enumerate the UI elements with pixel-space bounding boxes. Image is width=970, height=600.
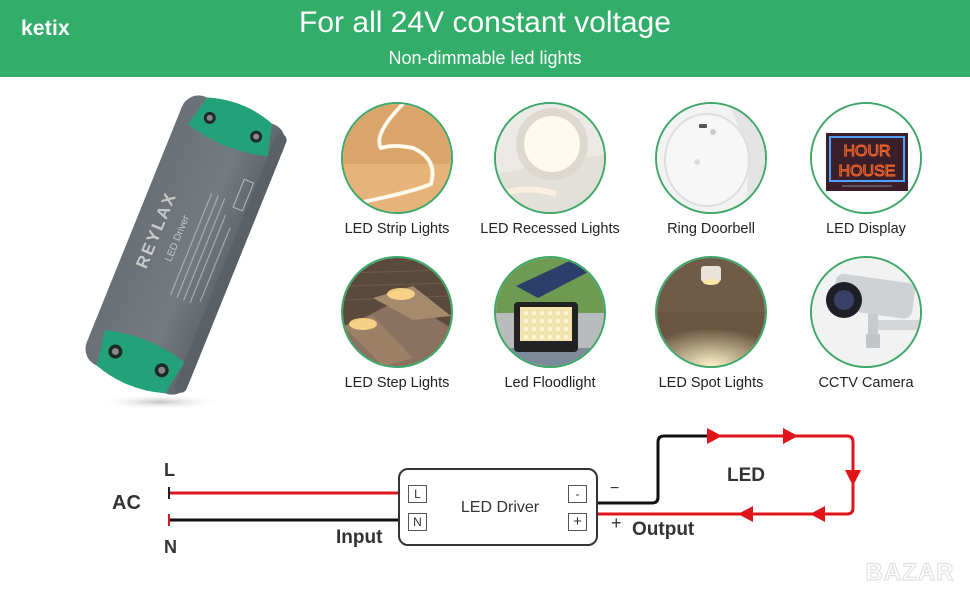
application-cctv-camera: CCTV Camera bbox=[791, 256, 941, 391]
application-step-lights: LED Step Lights bbox=[322, 256, 472, 391]
application-label: Ring Doorbell bbox=[667, 221, 755, 237]
current-arrow bbox=[845, 470, 861, 486]
ac-source-label: AC bbox=[112, 492, 141, 514]
application-label: LED Strip Lights bbox=[344, 221, 450, 237]
application-label: Led Floodlight bbox=[504, 375, 596, 391]
negative-sign: − bbox=[610, 480, 620, 497]
watermark-logo: BAZAR bbox=[865, 558, 955, 586]
neon-display-icon: HOUR HOUSE bbox=[810, 102, 922, 214]
driver-case bbox=[85, 95, 286, 395]
driver-label: LED Driver bbox=[460, 499, 540, 516]
led-driver-product-image: REYLAX LED Driver bbox=[60, 90, 300, 420]
floodlight-icon bbox=[494, 256, 606, 368]
application-led-display: HOUR HOUSE LED Display bbox=[791, 102, 941, 237]
subheadline: Non-dimmable led lights bbox=[388, 48, 582, 68]
led-strip-icon bbox=[341, 102, 453, 214]
application-led-strip: LED Strip Lights bbox=[322, 102, 472, 237]
application-label: LED Display bbox=[826, 221, 906, 237]
led-driver-block: L N - + LED Driver bbox=[398, 468, 598, 546]
cctv-camera-icon bbox=[810, 256, 922, 368]
application-ring-doorbell: Ring Doorbell bbox=[636, 102, 786, 237]
sign-text-line1: HOUR bbox=[843, 143, 890, 160]
current-arrow bbox=[783, 428, 798, 444]
recessed-light-icon bbox=[494, 102, 606, 214]
svg-text:BAZAR: BAZAR bbox=[866, 559, 955, 586]
line-label: L bbox=[164, 460, 175, 480]
neutral-label: N bbox=[164, 537, 177, 557]
application-recessed-lights: LED Recessed Lights bbox=[475, 102, 625, 237]
positive-sign: + bbox=[611, 513, 622, 533]
step-light-icon bbox=[341, 256, 453, 368]
headline: For all 24V constant voltage bbox=[299, 6, 671, 39]
application-label: CCTV Camera bbox=[818, 375, 914, 391]
application-label: LED Step Lights bbox=[344, 375, 450, 391]
brand-logo: ketix bbox=[21, 17, 70, 40]
output-label: Output bbox=[632, 519, 695, 540]
application-label: LED Spot Lights bbox=[658, 375, 764, 391]
header-banner: ketix For all 24V constant voltage Non-d… bbox=[0, 0, 970, 77]
negative-output-wire bbox=[598, 434, 710, 505]
terminal-n: N bbox=[408, 513, 427, 531]
application-label: LED Recessed Lights bbox=[480, 221, 620, 237]
current-arrow bbox=[738, 506, 753, 522]
spot-light-icon bbox=[655, 256, 767, 368]
led-load-label: LED bbox=[727, 465, 765, 486]
current-arrow bbox=[810, 506, 825, 522]
application-floodlight: Led Floodlight bbox=[475, 256, 625, 391]
application-spot-lights: LED Spot Lights bbox=[636, 256, 786, 391]
product-shadow bbox=[98, 394, 222, 410]
current-arrow bbox=[707, 428, 722, 444]
terminal-positive: + bbox=[568, 513, 587, 531]
doorbell-icon bbox=[655, 102, 767, 214]
sign-text-line2: HOUSE bbox=[839, 163, 896, 180]
input-label: Input bbox=[336, 527, 383, 548]
terminal-negative: - bbox=[568, 485, 587, 503]
wiring-diagram bbox=[168, 428, 861, 526]
terminal-l: L bbox=[408, 485, 427, 503]
